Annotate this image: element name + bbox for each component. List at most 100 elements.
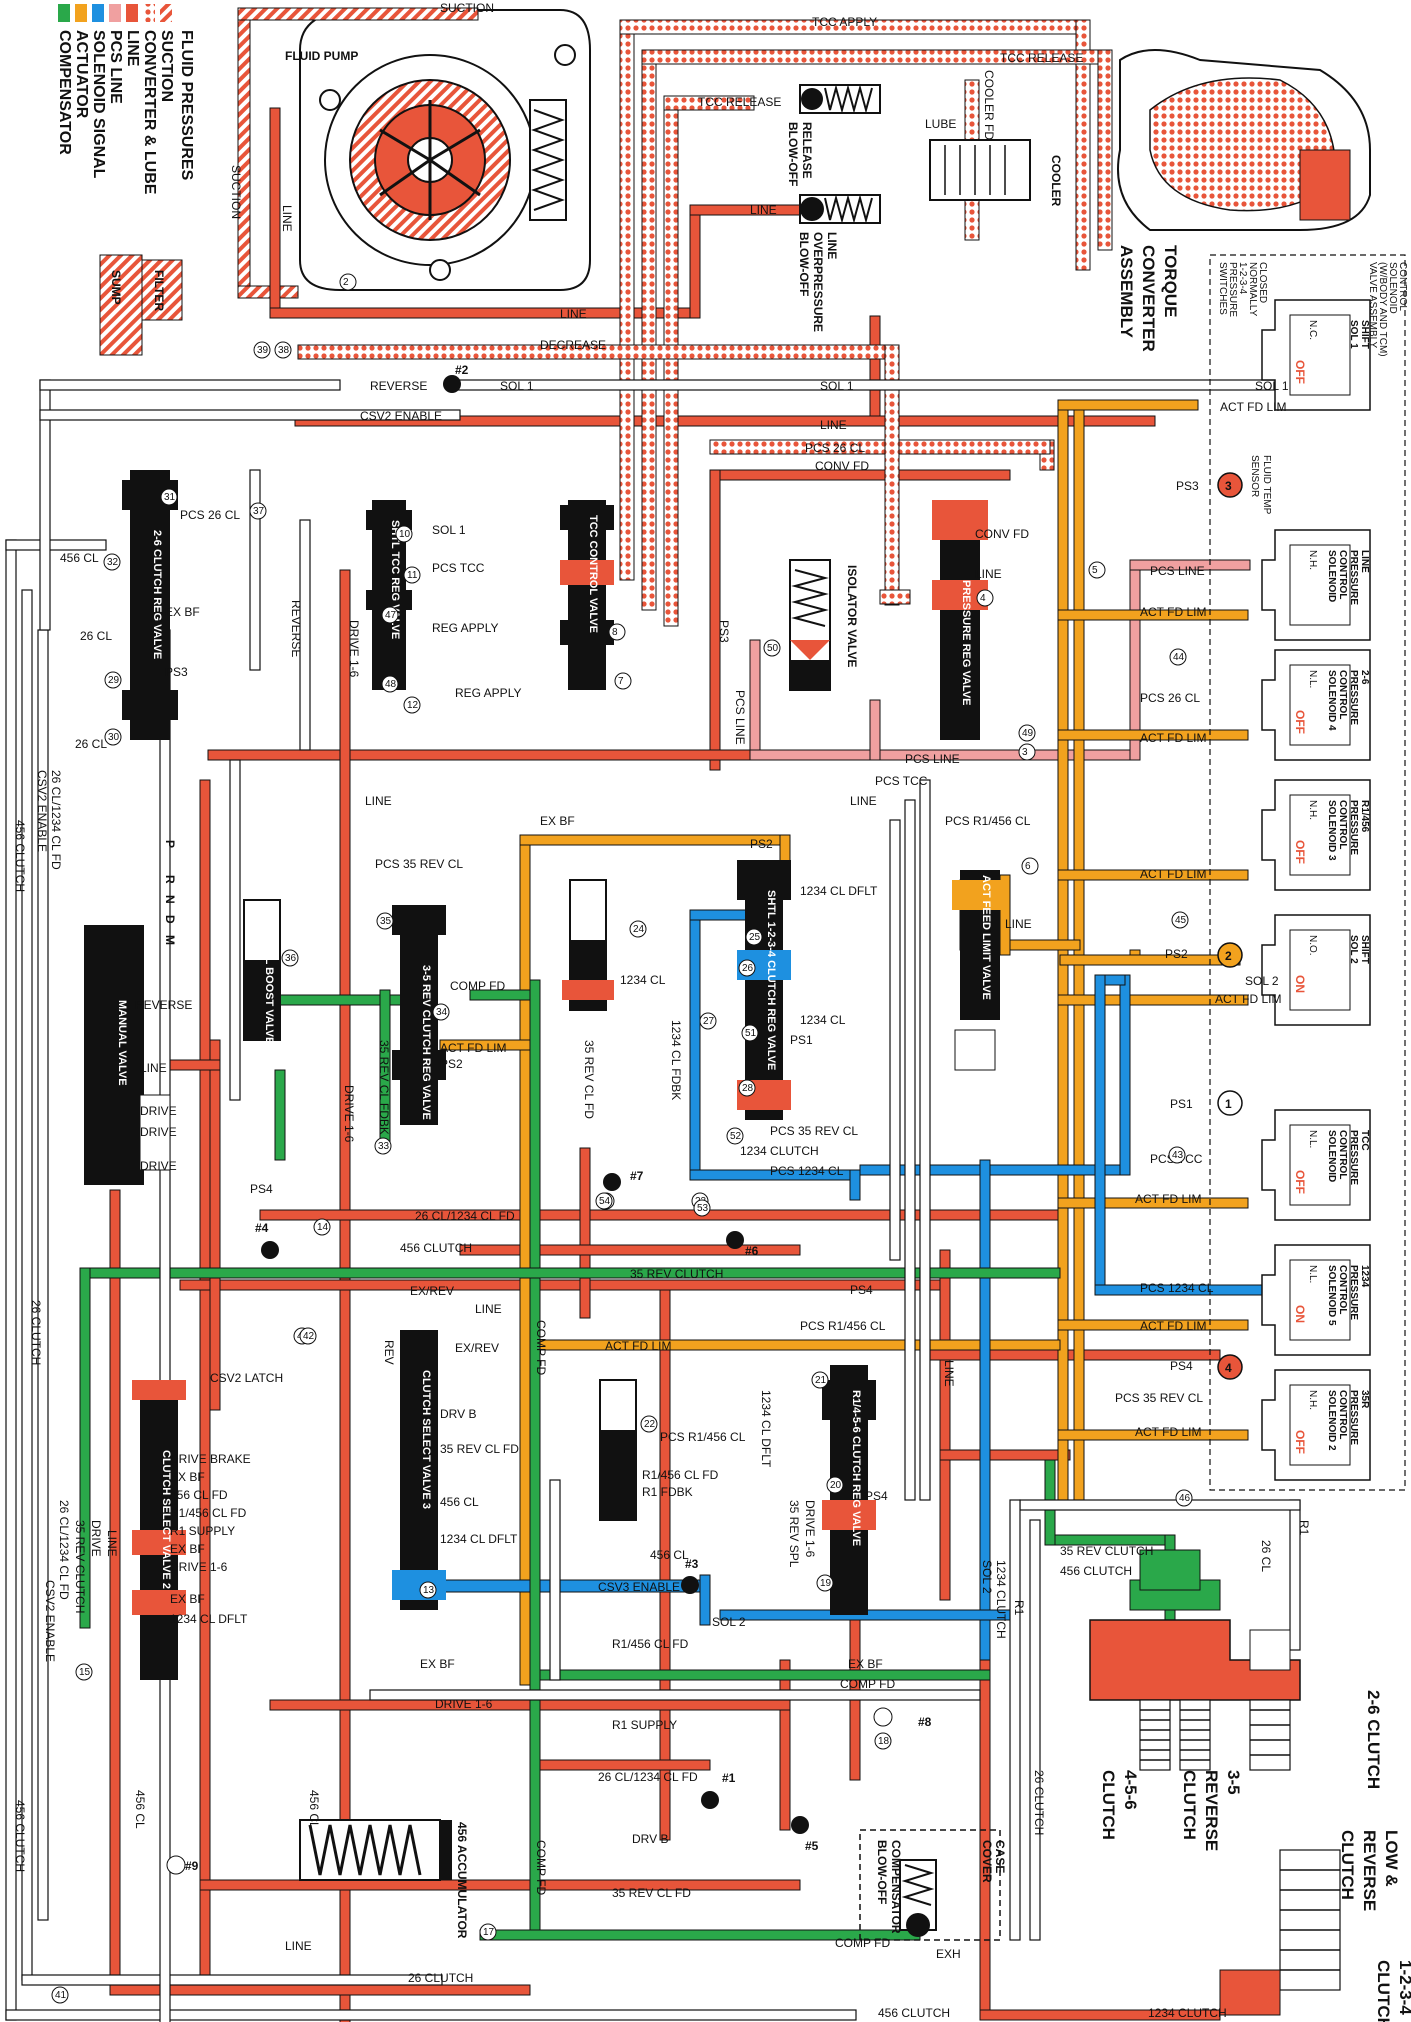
solenoid-name-line: PRESSURE xyxy=(1348,1265,1359,1320)
orifice-circle xyxy=(381,675,399,693)
orifice-circle xyxy=(160,488,178,506)
svg-text:LINE: LINE xyxy=(365,794,392,808)
svg-text:TCC APPLY: TCC APPLY xyxy=(812,15,877,29)
svg-text:SOL 2: SOL 2 xyxy=(980,1560,994,1594)
orifice-number: 45 xyxy=(1175,915,1187,926)
svg-text:#9: #9 xyxy=(185,1859,199,1873)
svg-text:PCS 26 CL: PCS 26 CL xyxy=(805,441,865,455)
solenoid-type: N.L. xyxy=(1307,670,1318,688)
fluid-pump: FLUID PUMP xyxy=(285,9,591,291)
svg-text:N: N xyxy=(163,895,177,904)
svg-text:35 REV CLUTCH: 35 REV CLUTCH xyxy=(73,1520,87,1613)
orifice-circle xyxy=(629,920,647,938)
svg-text:PS2: PS2 xyxy=(1165,947,1188,961)
orifice-number: 42 xyxy=(303,1331,315,1342)
solenoid-name-line: CONTROL xyxy=(1337,1130,1348,1179)
release-blowoff-label-1: RELEASE xyxy=(800,122,814,179)
orifice-circle xyxy=(1088,561,1106,579)
svg-text:PS3: PS3 xyxy=(1176,479,1199,493)
svg-text:35 REV CL FD: 35 REV CL FD xyxy=(612,1886,691,1900)
legend-swatches xyxy=(58,4,172,22)
solenoid-name-line: SOL 2 xyxy=(1348,935,1359,964)
orifice-number: 6 xyxy=(1025,861,1031,872)
svg-text:REVERSE: REVERSE xyxy=(289,600,303,657)
svg-text:1234 CLUTCH: 1234 CLUTCH xyxy=(740,1144,819,1158)
orifice-number: 15 xyxy=(79,1667,91,1678)
solenoid-type: N.O. xyxy=(1307,935,1318,956)
svg-text:26 CL/1234 CL FD: 26 CL/1234 CL FD xyxy=(57,1500,71,1600)
svg-text:ACT FEED LIMIT VALVE: ACT FEED LIMIT VALVE xyxy=(980,875,992,1000)
prnd-indicator: P R N D M xyxy=(163,840,177,945)
svg-text:LINE: LINE xyxy=(975,567,1002,581)
svg-text:456 CLUTCH: 456 CLUTCH xyxy=(400,1241,472,1255)
isolator-valve-label: ISOLATOR VALVE xyxy=(845,565,859,667)
solenoid-name-line: 2-6 xyxy=(1359,670,1370,685)
overpressure-label-3: BLOW-OFF xyxy=(797,232,811,296)
solenoid-name-line: LINE xyxy=(1359,550,1370,573)
svg-text:COMP FD: COMP FD xyxy=(534,1840,548,1895)
solenoid-name-line: SHIFT xyxy=(1359,320,1370,349)
svg-text:456 CL: 456 CL xyxy=(440,1495,479,1509)
svg-text:1234 CL: 1234 CL xyxy=(800,1013,846,1027)
orifice-circle xyxy=(693,1199,711,1217)
orifice-number: 28 xyxy=(742,1083,754,1094)
orifice-circle xyxy=(1175,1489,1193,1507)
svg-text:LINE: LINE xyxy=(280,205,294,232)
orifice-circle xyxy=(1168,1146,1186,1164)
svg-text:26 CL/1234 CL FD: 26 CL/1234 CL FD xyxy=(49,770,63,870)
orifice-number: 50 xyxy=(767,643,779,654)
solenoid-name-line: R1/456 xyxy=(1359,800,1370,833)
svg-text:CSV3 ENABLE: CSV3 ENABLE xyxy=(598,1580,680,1594)
orifice-circle xyxy=(763,639,781,657)
svg-text:REG APPLY: REG APPLY xyxy=(432,621,498,635)
legend-label-compensator: COMPENSATOR xyxy=(56,30,73,155)
svg-text:35 REV CL FDBK: 35 REV CL FDBK xyxy=(377,1040,391,1135)
svg-text:CONV FD: CONV FD xyxy=(815,459,869,473)
solenoid-name-line: 1234 xyxy=(1359,1265,1370,1288)
solenoid-state: OFF xyxy=(1293,360,1307,384)
orifice-number: 2 xyxy=(343,277,349,288)
svg-text:456 CLUTCH: 456 CLUTCH xyxy=(878,2006,950,2020)
svg-text:PS3: PS3 xyxy=(165,665,188,679)
svg-text:R1/456 CL FD: R1/456 CL FD xyxy=(170,1506,247,1520)
svg-text:456 CL FD: 456 CL FD xyxy=(170,1488,228,1502)
svg-text:R1/456 CL FD: R1/456 CL FD xyxy=(642,1468,719,1482)
svg-text:EX/REV: EX/REV xyxy=(455,1341,499,1355)
svg-text:1234 CL DFLT: 1234 CL DFLT xyxy=(800,884,878,898)
solenoid-name-line: PRESSURE xyxy=(1348,550,1359,605)
orifice-number: 19 xyxy=(820,1578,832,1589)
svg-text:CONV FD: CONV FD xyxy=(975,527,1029,541)
orifice-number: 18 xyxy=(878,1736,890,1747)
tc-label-1: TORQUE xyxy=(1161,245,1180,317)
actuator-passages xyxy=(439,399,1249,1686)
checkballs: #2 #4 #7 #6 #3 #1 #5 #8 #9 xyxy=(166,363,932,1875)
orifice-circle xyxy=(745,928,763,946)
svg-text:SOLENOID: SOLENOID xyxy=(1387,262,1398,314)
svg-text:1234 CL: 1234 CL xyxy=(620,973,666,987)
clutch-26-reg-valve: 2-6 CLUTCH REG VALVE xyxy=(122,470,178,740)
orifice-number: 25 xyxy=(749,932,761,943)
orifice-circle xyxy=(249,502,267,520)
orifice-circle xyxy=(103,553,121,571)
svg-text:26 CLUTCH: 26 CLUTCH xyxy=(29,1300,43,1365)
tcc-control-valve: TCC CONTROL VALVE xyxy=(560,500,614,690)
svg-text:PCS LINE: PCS LINE xyxy=(733,690,747,745)
accumulator-456: 456 ACCUMULATOR xyxy=(299,1819,469,1939)
svg-text:REV: REV xyxy=(382,1340,396,1365)
svg-text:35 REV CL FD: 35 REV CL FD xyxy=(582,1040,596,1119)
svg-text:(W/BODY AND TCM): (W/BODY AND TCM) xyxy=(1377,262,1388,357)
legend-label-actuator: ACTUATOR xyxy=(73,30,90,119)
orifice-circle xyxy=(699,1012,717,1030)
svg-text:PCS TCC: PCS TCC xyxy=(432,561,485,575)
orifice-number: 10 xyxy=(399,529,411,540)
orifice-circle xyxy=(640,1415,658,1433)
orifice-number: 48 xyxy=(385,679,397,690)
svg-text:456 CL: 456 CL xyxy=(133,1790,147,1829)
svg-text:COMP FD: COMP FD xyxy=(534,1320,548,1375)
orifice-circle xyxy=(738,959,756,977)
orifice-circle xyxy=(816,1574,834,1592)
svg-text:PCS 35 REV CL: PCS 35 REV CL xyxy=(770,1124,858,1138)
solenoid-type: N.L. xyxy=(1307,1130,1318,1148)
suction-label-side: SUCTION xyxy=(229,165,243,219)
